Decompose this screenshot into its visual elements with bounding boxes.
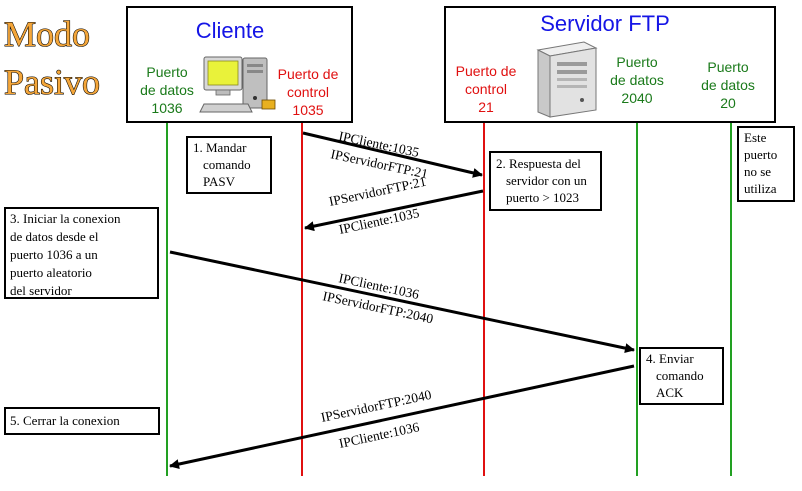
arrow-data-connection xyxy=(169,250,635,354)
server-data-port-2040-line-2: de datos xyxy=(610,72,664,88)
note-6-line-4: utiliza xyxy=(744,181,777,196)
server-tower-icon xyxy=(536,41,598,118)
note-2-line-2: servidor con un xyxy=(506,173,587,188)
note-3-line-5: del servidor xyxy=(10,283,72,298)
server-control-port-line-2: control xyxy=(465,81,507,97)
note-1-box xyxy=(186,136,272,194)
note-4-line-2: comando xyxy=(656,368,704,383)
client-data-port-line-3: 1036 xyxy=(151,100,182,116)
note-4-line-3: ACK xyxy=(656,385,684,400)
server-control-port-line-3: 21 xyxy=(478,99,494,115)
client-control-port-line-3: 1035 xyxy=(292,102,323,118)
note-3-line-2: de datos desde el xyxy=(10,229,99,244)
msg4-destination: IPCliente:1036 xyxy=(338,419,421,451)
note-4-line-1: 4. Enviar xyxy=(646,351,694,366)
note-6-line-2: puerto xyxy=(744,147,777,162)
arrow-pasv-response xyxy=(304,189,484,232)
note-6-box xyxy=(737,126,795,202)
note-5-line-1: 5. Cerrar la conexion xyxy=(10,413,120,428)
note-4-box xyxy=(639,347,724,405)
note-1-line-2: comando xyxy=(203,157,251,172)
client-data-port-line-1: Puerto xyxy=(146,64,187,80)
msg2-destination: IPCliente:1035 xyxy=(338,205,421,237)
desktop-computer-icon xyxy=(199,56,276,113)
msg2-source: IPServidorFTP:21 xyxy=(328,174,428,209)
server-control-port-line-1: Puerto de xyxy=(456,63,517,79)
server-data-port-20-line-2: de datos xyxy=(701,77,755,93)
note-2-line-3: puerto > 1023 xyxy=(506,190,579,205)
note-2-line-1: 2. Respuesta del xyxy=(496,156,581,171)
note-1-line-1: 1. Mandar xyxy=(193,140,247,155)
note-2-box xyxy=(489,151,602,211)
title-line-2: Pasivo xyxy=(4,62,100,102)
note-6-line-1: Este xyxy=(744,130,767,145)
client-data-port-line-2: de datos xyxy=(140,82,194,98)
note-6-line-3: no se xyxy=(744,164,771,179)
server-data-port-2040-line-1: Puerto xyxy=(616,54,657,70)
note-3-line-1: 3. Iniciar la conexion xyxy=(10,211,121,226)
arrow-close-connection xyxy=(169,364,635,469)
server-header-box xyxy=(444,6,776,123)
note-3-box xyxy=(4,207,159,299)
note-3-line-3: puerto 1036 a un xyxy=(10,247,98,262)
arrow-pasv-request xyxy=(302,131,483,178)
server-data-port-2040-line-3: 2040 xyxy=(621,90,652,106)
note-5-box xyxy=(4,407,160,435)
client-title: Cliente xyxy=(196,18,264,43)
title-line-1: Modo xyxy=(4,14,90,54)
client-control-port-line-1: Puerto de xyxy=(278,66,339,82)
server-data-port-20-line-3: 20 xyxy=(720,95,736,111)
server-data-port-20-line-1: Puerto xyxy=(707,59,748,75)
server-title: Servidor FTP xyxy=(540,11,670,36)
note-1-line-3: PASV xyxy=(203,174,236,189)
client-control-port-line-2: control xyxy=(287,84,329,100)
note-3-line-4: puerto aleatorio xyxy=(10,265,92,280)
